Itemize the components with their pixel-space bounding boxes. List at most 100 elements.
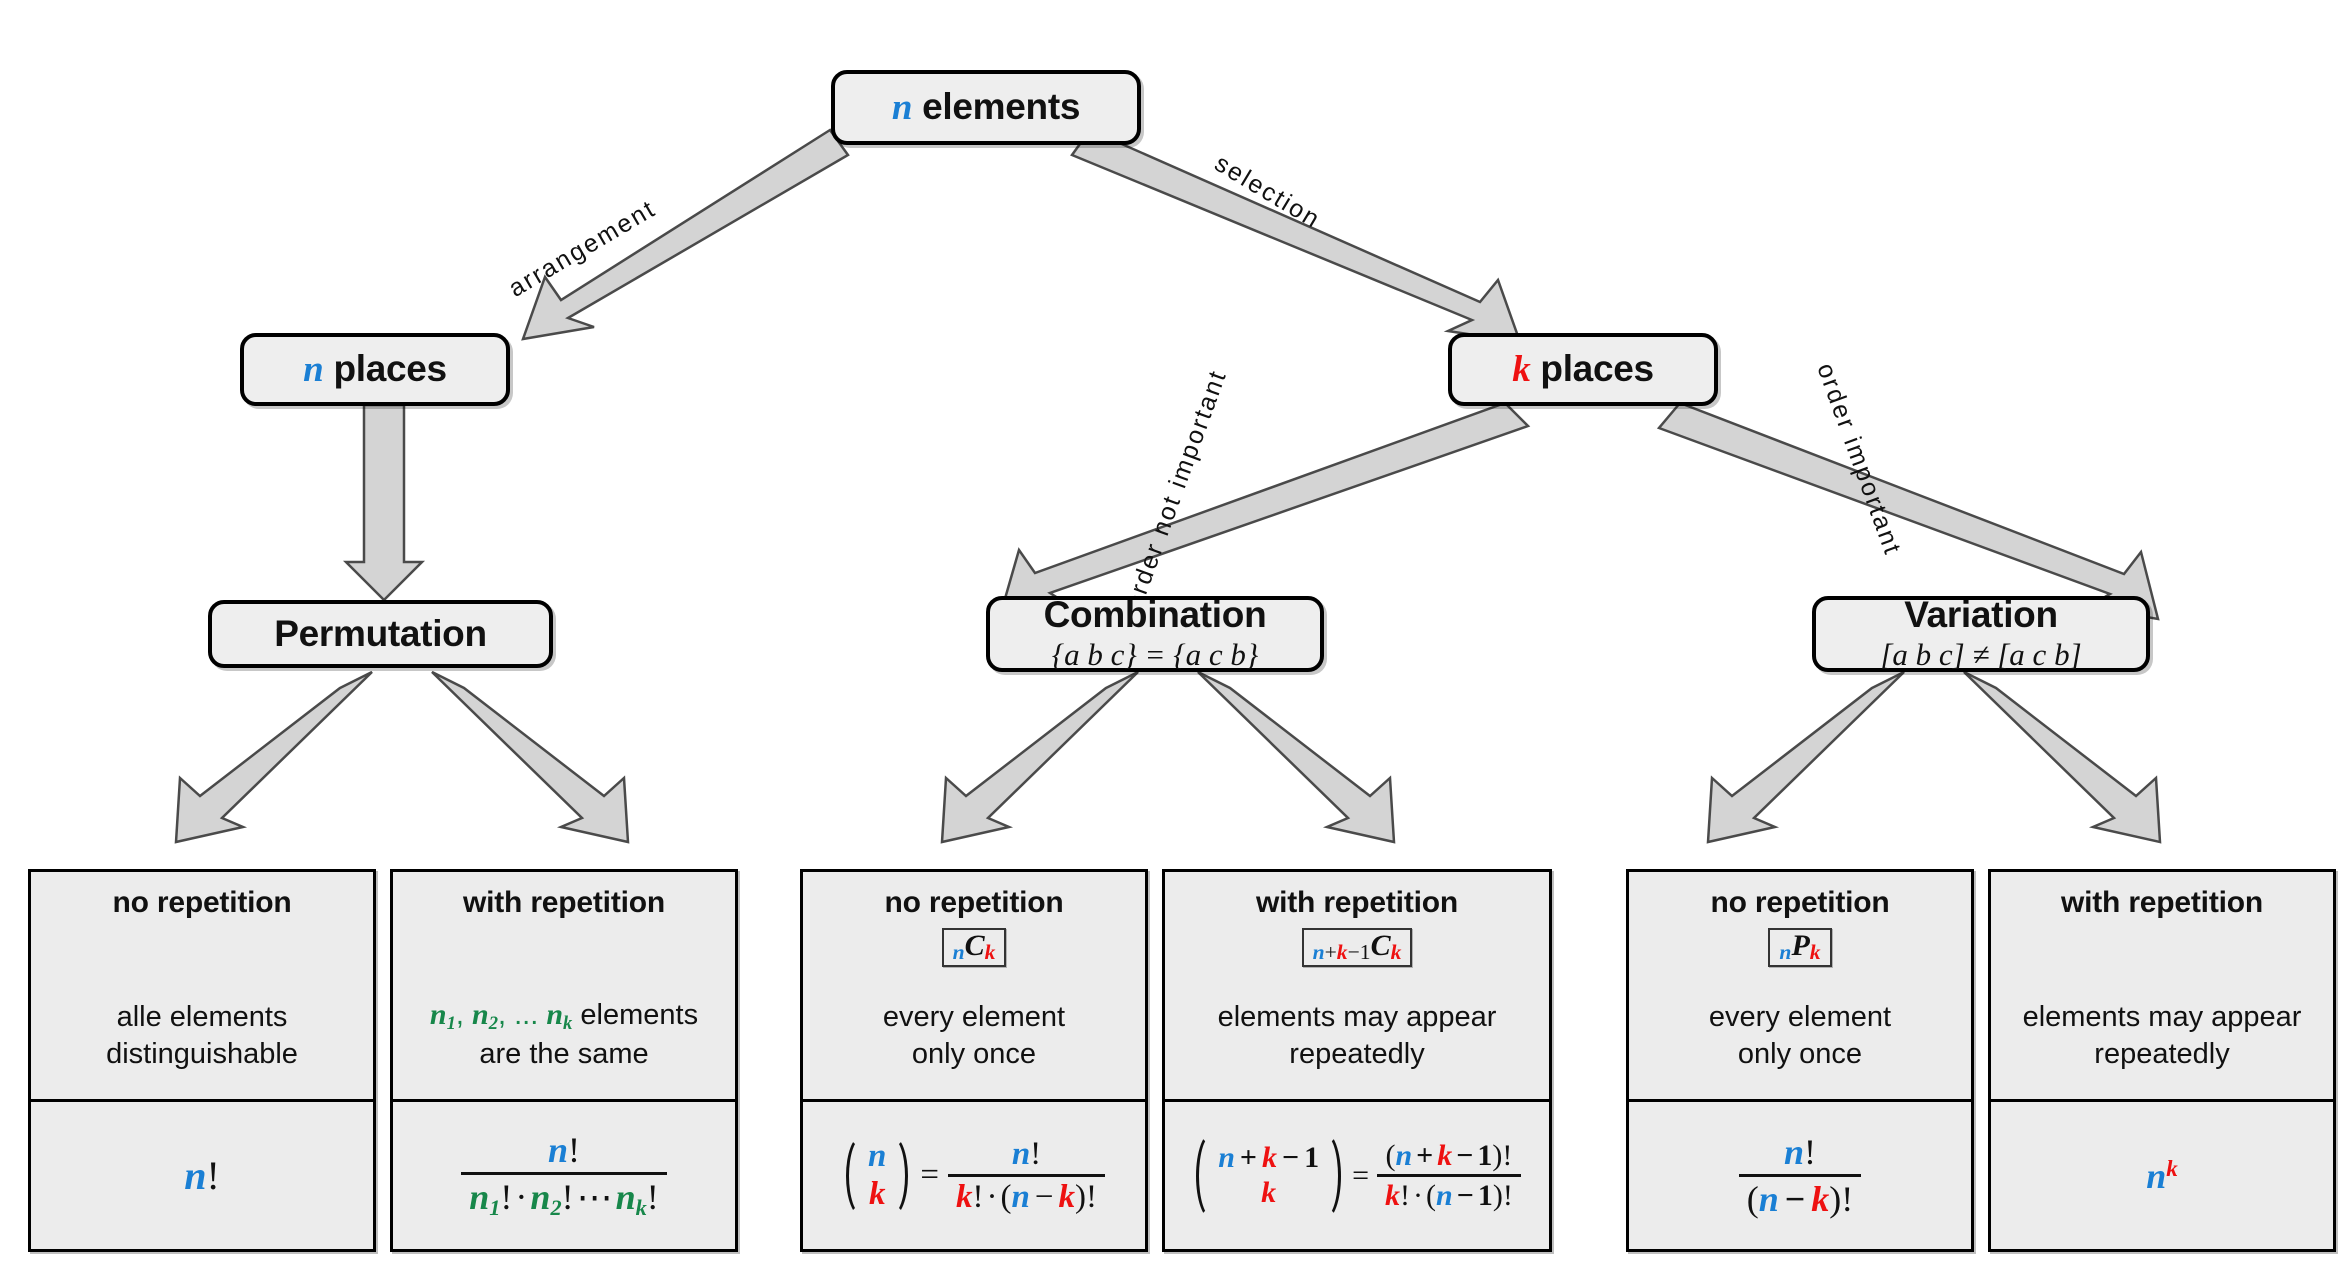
- leaf-description: elements may appear repeatedly: [1999, 999, 2325, 1089]
- leaf-variation-no-repetition[interactable]: no repetition nPk every element only onc…: [1626, 869, 1974, 1252]
- node-combination[interactable]: Combination {a b c} = {a c b}: [986, 594, 1324, 673]
- symbol-P: P: [1791, 928, 1810, 962]
- elements-word: elements: [580, 998, 699, 1031]
- var-k: k: [1809, 939, 1821, 964]
- factorial-sign: !: [206, 1153, 220, 1198]
- arrow-order-not-important: [998, 401, 1531, 618]
- arrow-arrangement: [521, 128, 850, 341]
- symbol-C: C: [1370, 928, 1391, 962]
- leaf-formula: n! n1!·n2!⋯nk!: [393, 1099, 735, 1249]
- binom-stack: n+k−1 k: [1213, 1141, 1324, 1209]
- notation-badge-nCk: nCk: [941, 927, 1007, 968]
- node-permutation[interactable]: Permutation: [208, 600, 553, 668]
- leaf-permutation-with-repetition[interactable]: with repetition n1, n2, ... nk elements …: [390, 869, 738, 1252]
- arrow-order-important: [1656, 401, 2160, 621]
- leaf-combination-with-repetition[interactable]: with repetition n+k−1Ck elements may app…: [1162, 869, 1552, 1252]
- leaf-desc-line1: every element: [882, 1000, 1066, 1033]
- leaf-top: no repetition alle elements distinguisha…: [31, 872, 373, 1099]
- comma: ,: [498, 998, 507, 1031]
- power-expression: nk: [2146, 1155, 2178, 1197]
- arrow-nplaces-permutation: [342, 403, 426, 602]
- arrow-variation-leaf5: [1706, 670, 1905, 844]
- leaf-formula: n k = n! k!·(n−k)!: [803, 1099, 1145, 1249]
- leaf-desc-line2: are the same: [479, 1037, 649, 1070]
- var-k: k: [1512, 348, 1531, 390]
- fraction: n! (n−k)!: [1738, 1133, 1862, 1218]
- node-permutation-title: Permutation: [274, 612, 487, 654]
- leaf-top: with repetition n+k−1Ck elements may app…: [1165, 872, 1549, 1099]
- arrow-combination-leaf3: [940, 670, 1139, 844]
- leaf-desc-line1: elements may appear: [1217, 1000, 1497, 1033]
- var-n2: n2: [472, 997, 498, 1035]
- var-k: k: [984, 939, 996, 964]
- binomial-equation: n+k−1 k = (n+k−1)! k!·(n−1)!: [1193, 1130, 1521, 1222]
- leaf-description: n1, n2, ... nk elements are the same: [401, 996, 727, 1089]
- leaf-formula: n!: [31, 1099, 373, 1249]
- leaf-description: every element only once: [811, 999, 1137, 1089]
- var-n: n: [1779, 939, 1792, 964]
- var-n: n: [303, 348, 324, 390]
- leaf-header: no repetition: [884, 886, 1064, 919]
- leaf-header: no repetition: [112, 886, 292, 919]
- leaf-description: alle elements distinguishable: [39, 999, 365, 1089]
- symbol-C: C: [964, 928, 985, 962]
- leaf-description: every element only once: [1637, 999, 1963, 1089]
- leaf-combination-no-repetition[interactable]: no repetition nCk every element only onc…: [800, 869, 1148, 1252]
- leaf-desc-line2: repeatedly: [1289, 1037, 1425, 1070]
- arrow-selection: [1070, 128, 1522, 344]
- fraction: n! n1!·n2!⋯nk!: [461, 1131, 667, 1219]
- leaf-variation-with-repetition[interactable]: with repetition elements may appear repe…: [1988, 869, 2336, 1252]
- leaf-desc-line2: only once: [1737, 1037, 1863, 1070]
- var-n: n: [2146, 1155, 2167, 1196]
- fraction: n! k!·(n−k)!: [948, 1136, 1105, 1215]
- leaf-desc-line1: n1, n2, ... nk elements: [401, 996, 727, 1036]
- leaf-desc-line2: distinguishable: [106, 1037, 298, 1070]
- ellipsis: ...: [514, 998, 539, 1031]
- var-n: n: [184, 1153, 207, 1198]
- var-n1: n1: [429, 997, 456, 1035]
- paren-right: [1324, 1130, 1344, 1222]
- binomial-equation: n k = n! k!·(n−k)!: [843, 1133, 1105, 1219]
- binom-top: n+k−1: [1218, 1141, 1320, 1175]
- arrow-permutation-leaf1: [174, 670, 373, 844]
- leaf-desc-line2: only once: [911, 1037, 1037, 1070]
- arrow-combination-leaf4: [1197, 670, 1396, 844]
- edge-label-arrangement: arrangement: [503, 194, 661, 303]
- leaf-formula: n! (n−k)!: [1629, 1099, 1971, 1249]
- leaf-desc-line1: every element: [1708, 1000, 1892, 1033]
- node-combination-note: {a b c} = {a c b}: [1051, 637, 1259, 673]
- var-n2: n2: [530, 1176, 562, 1220]
- leaf-permutation-no-repetition[interactable]: no repetition alle elements distinguisha…: [28, 869, 376, 1252]
- leaf-description: elements may appear repeatedly: [1173, 999, 1541, 1089]
- badge-subscript: n+k−1: [1312, 939, 1371, 964]
- node-combination-title: Combination: [1043, 594, 1267, 636]
- var-k: k: [1390, 939, 1402, 964]
- leaf-header: no repetition: [1710, 886, 1890, 919]
- leaf-desc-line2: repeatedly: [2094, 1037, 2230, 1070]
- node-n-places-text: places: [333, 347, 447, 389]
- paren-right: [891, 1133, 911, 1219]
- paren-left: [1193, 1130, 1213, 1222]
- var-n: n: [891, 86, 913, 128]
- node-k-places-text: places: [1540, 347, 1654, 389]
- binomial-coefficient: n+k−1 k: [1193, 1130, 1344, 1222]
- leaf-header: with repetition: [1256, 886, 1458, 919]
- edge-label-order-not-important: order not important: [1119, 365, 1233, 614]
- denominator: k!·(n−k)!: [948, 1173, 1105, 1215]
- node-variation[interactable]: Variation [a b c] ≠ [a c b]: [1812, 595, 2150, 673]
- node-variation-note: [a b c] ≠ [a c b]: [1880, 637, 2082, 673]
- leaf-top: with repetition elements may appear repe…: [1991, 872, 2333, 1099]
- numerator: n!: [547, 1130, 581, 1171]
- node-n-elements-text: elements: [922, 85, 1081, 127]
- notation-badge-nPk: nPk: [1768, 927, 1832, 968]
- leaf-desc-line1: alle elements: [116, 1000, 288, 1033]
- fraction: (n+k−1)! k!·(n−1)!: [1377, 1139, 1521, 1212]
- denominator: n1!·n2!⋯nk!: [461, 1171, 667, 1220]
